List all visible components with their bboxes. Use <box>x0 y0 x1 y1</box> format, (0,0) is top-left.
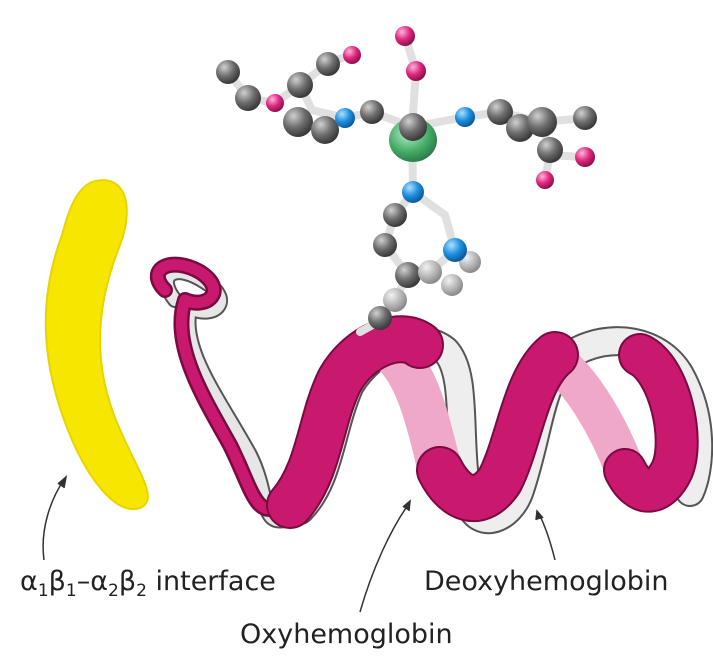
carbon-atom <box>537 137 563 163</box>
interface-label-subscript: 1 <box>65 581 77 601</box>
interface-band <box>44 179 149 511</box>
carbon-atom <box>316 52 340 76</box>
carbon-atom <box>383 288 407 312</box>
oxygen-atom <box>575 147 595 167</box>
carbon-atom <box>373 233 397 257</box>
carbon-atom <box>395 262 421 288</box>
carbon-atom <box>216 60 240 84</box>
carbon-atom <box>418 260 442 284</box>
nitrogen-atom <box>443 238 467 262</box>
carbon-atom <box>441 274 463 296</box>
interface-label-alpha: α <box>90 566 109 597</box>
interface-arrowhead <box>57 475 68 489</box>
pointer-arrows <box>42 475 556 613</box>
deoxyhemoglobin-label: Deoxyhemoglobin <box>424 566 669 597</box>
carbon-atom <box>368 306 392 330</box>
oxy-arrow <box>359 501 411 613</box>
interface-label-text: interface <box>146 566 276 597</box>
oxygen-atom <box>406 61 426 81</box>
carbon-atom <box>506 114 534 142</box>
nitrogen-atom <box>402 181 424 203</box>
carbon-atom <box>235 85 261 111</box>
oxygen-atom <box>536 171 554 189</box>
interface-label-subscript: 1 <box>37 581 49 601</box>
carbon-atom <box>573 106 597 130</box>
interface-arrow <box>42 477 66 561</box>
carbon-atom <box>283 107 313 137</box>
atoms <box>216 26 597 330</box>
carbon-atom <box>311 116 339 144</box>
oxygen-atom <box>343 46 361 64</box>
interface-label-beta: β <box>118 566 137 597</box>
carbon-atom <box>399 113 427 141</box>
deoxy-arrowhead <box>535 509 544 521</box>
nitrogen-atom <box>335 108 355 128</box>
oxygen-atom <box>266 94 284 112</box>
carbon-atom <box>527 107 557 137</box>
oxygen-atom <box>395 26 415 46</box>
carbon-atom <box>287 72 313 98</box>
carbon-atom <box>383 203 407 227</box>
deoxy-arrow <box>537 511 556 561</box>
interface-label-alpha: α <box>20 566 38 597</box>
interface-label: α1β1–α2β2 interface <box>20 566 276 600</box>
oxyhemoglobin-label: Oxyhemoglobin <box>240 619 453 650</box>
interface-label-subscript: 2 <box>108 581 119 601</box>
carbon-atom <box>360 100 384 124</box>
interface-label-subscript: 2 <box>136 581 147 601</box>
interface-label-dash: – <box>76 566 91 597</box>
carbon-atom <box>487 99 513 125</box>
interface-label-beta: β <box>48 566 66 597</box>
oxyhemoglobin-ribbon <box>150 256 699 529</box>
oxy-arrowhead <box>402 499 411 512</box>
nitrogen-atom <box>455 107 475 127</box>
